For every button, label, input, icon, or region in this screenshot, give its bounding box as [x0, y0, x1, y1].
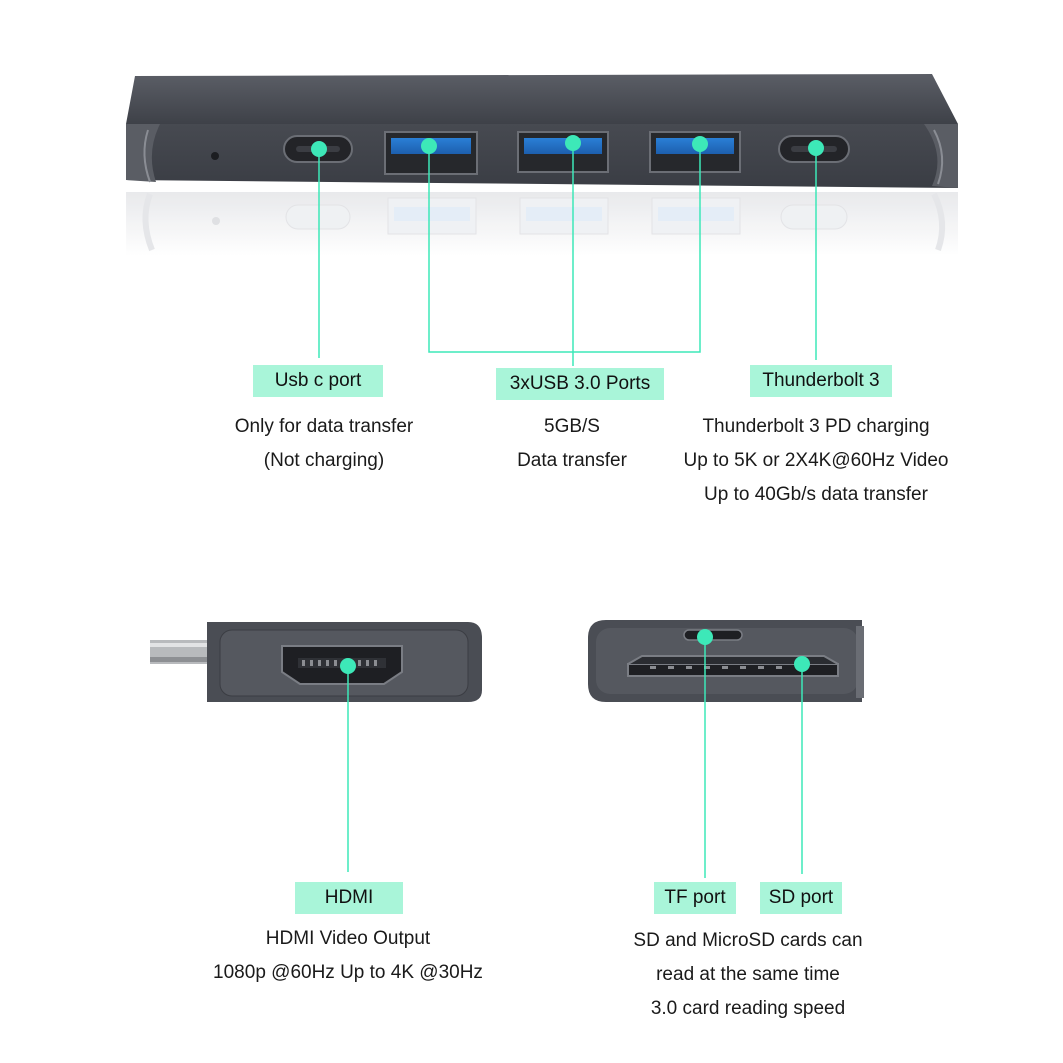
card-reader-side-device	[588, 620, 864, 702]
thunderbolt-label: Thunderbolt 3	[750, 365, 892, 397]
hdmi-desc-line-2: 1080p @60Hz Up to 4K @30Hz	[213, 962, 483, 983]
usb-c-port-marker	[311, 141, 327, 157]
callout-lines	[318, 143, 817, 878]
usb3-port-2-marker	[565, 135, 581, 151]
usb-c-port-label: Usb c port	[253, 365, 383, 397]
thunderbolt-desc-line-3: Up to 40Gb/s data transfer	[704, 484, 928, 505]
usb3-desc-line-1: 5GB/S	[544, 416, 600, 437]
usb3-ports-label: 3xUSB 3.0 Ports	[496, 368, 664, 400]
usb-c-description: Only for data transfer (Not charging)	[194, 410, 454, 478]
thunderbolt-desc-line-2: Up to 5K or 2X4K@60Hz Video	[683, 450, 949, 471]
usb3-port-3-marker	[692, 136, 708, 152]
sd-port-label: SD port	[760, 882, 842, 914]
cards-desc-line-2: read at the same time	[656, 964, 840, 985]
sd-port-marker	[794, 656, 810, 672]
usb3-desc-line-2: Data transfer	[517, 450, 627, 471]
usb-c-desc-line-2: (Not charging)	[263, 450, 385, 471]
hdmi-description: HDMI Video Output 1080p @60Hz Up to 4K @…	[198, 922, 498, 990]
cards-desc-line-3: 3.0 card reading speed	[650, 998, 846, 1019]
hdmi-label: HDMI	[295, 882, 403, 914]
hdmi-desc-line-1: HDMI Video Output	[265, 928, 431, 949]
hub-reflection	[126, 192, 958, 256]
usb3-port-1-marker	[421, 138, 437, 154]
cards-desc-line-1: SD and MicroSD cards can	[633, 930, 863, 951]
thunderbolt-desc-line-1: Thunderbolt 3 PD charging	[702, 416, 930, 437]
hdmi-side-device	[150, 622, 482, 702]
usb-c-desc-line-1: Only for data transfer	[234, 416, 414, 437]
tf-port-label: TF port	[654, 882, 736, 914]
tf-port-marker	[697, 629, 713, 645]
hub-device	[126, 74, 958, 188]
thunderbolt-port-marker	[808, 140, 824, 156]
thunderbolt-description: Thunderbolt 3 PD charging Up to 5K or 2X…	[666, 410, 966, 512]
card-reader-description: SD and MicroSD cards can read at the sam…	[608, 924, 888, 1026]
hdmi-port-marker	[340, 658, 356, 674]
usb3-description: 5GB/S Data transfer	[472, 410, 672, 478]
